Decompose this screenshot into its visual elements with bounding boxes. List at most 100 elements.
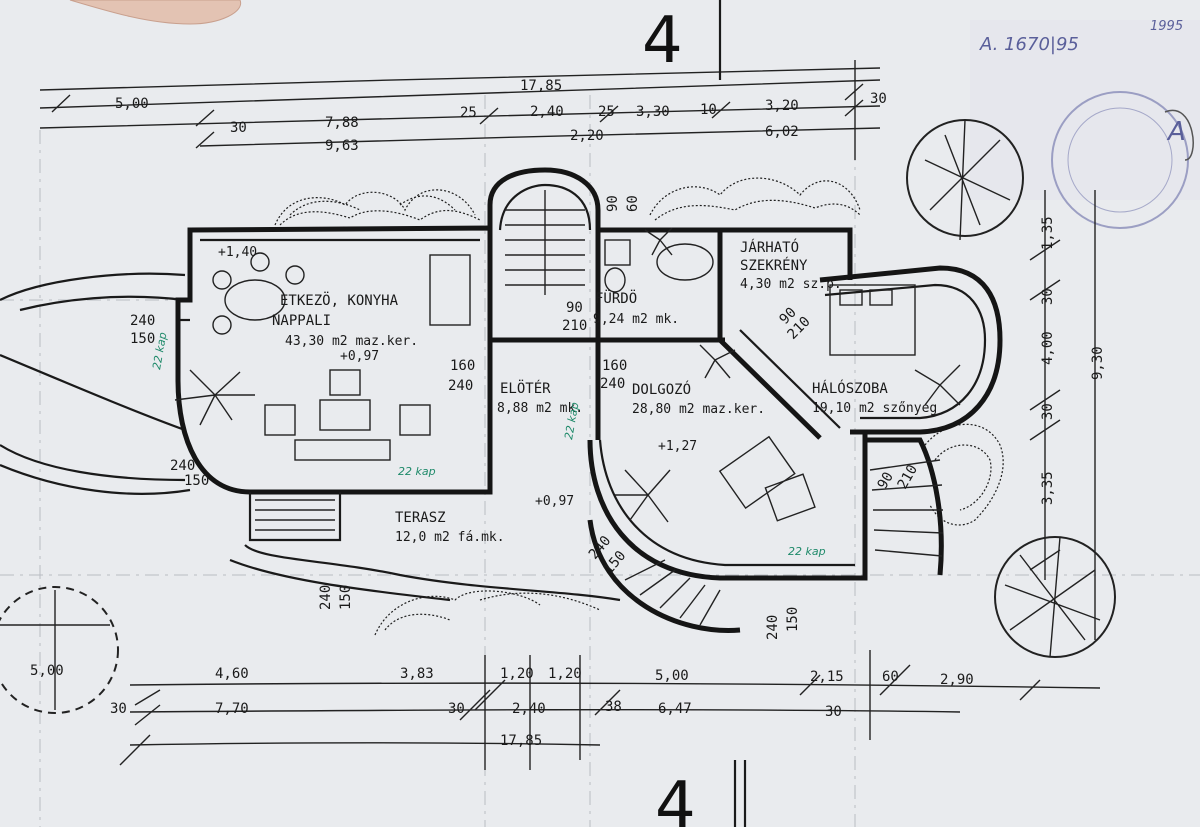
dim-top-j: 3,20 xyxy=(765,98,799,114)
dim-top-overall: 17,85 xyxy=(520,78,562,94)
building-walls xyxy=(175,167,1003,633)
dim-inner-d11: 240 xyxy=(765,615,781,640)
room-label-furdo: FÜRDÖ xyxy=(595,289,637,307)
room-label-etkezo: ETKEZÖ, KONYHA xyxy=(280,291,399,309)
hedge-bottom xyxy=(374,590,601,636)
dim-bottom-g: 60 xyxy=(882,669,899,685)
level-eloter: +0,97 xyxy=(535,494,574,509)
dim-inner-d10: 150 xyxy=(338,585,354,610)
dim-inner-w3: 240 xyxy=(170,458,195,474)
dim-inner-d3: 160 xyxy=(602,358,627,374)
dim-top-d: 9,63 xyxy=(325,138,359,154)
room-label-jarhato: JÁRHATÓ xyxy=(740,238,799,256)
approval-stamp: A. 1670|95 1995 A xyxy=(970,19,1200,229)
dim-right-overall: 9,30 xyxy=(1090,346,1106,380)
note-green-3: 22 kap xyxy=(562,401,581,440)
room-area-furdo: 9,24 m2 mk. xyxy=(593,312,679,327)
room-label-haloszoba: HÁLÓSZOBA xyxy=(812,379,888,397)
room-area-dolgozo: 28,80 m2 maz.ker. xyxy=(632,402,765,417)
dim-inner-w2: 150 xyxy=(130,331,155,347)
dim-bottom-m: 38 xyxy=(605,699,622,715)
tree-top-right xyxy=(906,119,1024,241)
dim-top-m: 6,02 xyxy=(765,124,799,140)
room-label-eloter: ELÖTÉR xyxy=(500,379,551,397)
hedge-top-left xyxy=(274,189,481,226)
dim-bottom-n: 6,47 xyxy=(658,701,692,717)
room-label-dolgozo: DOLGOZÓ xyxy=(632,380,691,398)
dim-right-d: 30 xyxy=(1040,403,1056,420)
north-mark-bottom: 4 xyxy=(655,760,747,827)
dim-bottom-o: 30 xyxy=(825,704,842,720)
dimension-lines-bottom xyxy=(119,650,1101,770)
dim-top-i: 10 xyxy=(700,102,717,118)
svg-text:1995: 1995 xyxy=(1150,19,1183,34)
room-area-eloter: 8,88 m2 mk. xyxy=(497,401,583,416)
tree-bottom-left: 5,00 xyxy=(0,586,119,714)
dim-inner-d9: 240 xyxy=(318,585,334,610)
garden-paths xyxy=(0,272,621,602)
note-green-4: 22 kap xyxy=(788,545,826,558)
room-label-szekreny: SZEKRÉNY xyxy=(740,257,808,274)
dimension-lines-top xyxy=(39,60,881,160)
dim-bottom-j: 7,70 xyxy=(215,701,249,717)
dim-bottom-b: 3,83 xyxy=(400,666,434,682)
dim-bottom-k: 30 xyxy=(448,701,465,717)
svg-text:4: 4 xyxy=(642,4,683,78)
dim-top-a: 5,00 xyxy=(115,96,149,112)
dim-bottom-e: 5,00 xyxy=(655,668,689,684)
note-green-2: 22 kap xyxy=(398,465,436,478)
stairs-bottom-curve xyxy=(624,559,721,626)
dimension-lines-right xyxy=(1029,190,1096,640)
room-label-nappali: NAPPALI xyxy=(272,313,331,329)
dim-right-e: 3,35 xyxy=(1040,471,1056,505)
level-nappali: +0,97 xyxy=(340,349,379,364)
dim-top-h: 3,30 xyxy=(636,104,670,120)
room-label-terasz: TERASZ xyxy=(395,510,446,526)
dim-top-l: 2,20 xyxy=(570,128,604,144)
stairs-terrace xyxy=(255,499,335,531)
dim-inner-w4: 150 xyxy=(184,473,209,489)
svg-text:A: A xyxy=(1166,117,1186,147)
stairs-right xyxy=(869,459,944,557)
room-area-nappali: 43,30 m2 maz.ker. xyxy=(285,334,418,349)
dim-inner-d15: 90 xyxy=(875,469,897,492)
dim-inner-d2: 240 xyxy=(448,378,473,394)
dim-inner-d6: 210 xyxy=(562,318,587,334)
dim-right-a: 1,35 xyxy=(1040,216,1056,250)
dim-bottom-f: 2,15 xyxy=(810,669,844,685)
dim-right-b: 30 xyxy=(1040,288,1056,305)
dim-top-k: 30 xyxy=(870,91,887,107)
hedge-right xyxy=(924,423,1004,526)
dim-inner-d5: 90 xyxy=(566,300,583,316)
dim-top-e: 25 xyxy=(460,105,477,121)
dim-inner-w1: 240 xyxy=(130,313,155,329)
stairs-center xyxy=(505,190,585,295)
dim-inner-d8: 60 xyxy=(625,195,641,212)
dim-bottom-i: 30 xyxy=(110,701,127,717)
note-green-1: 22 kap xyxy=(150,331,169,370)
furniture xyxy=(174,227,961,523)
room-area-szekreny: 4,30 m2 sz.p. xyxy=(740,277,842,292)
level-etkezo: +1,40 xyxy=(218,245,257,260)
dim-bottom-l: 2,40 xyxy=(512,701,546,717)
dim-inner-d7: 90 xyxy=(605,195,621,212)
north-mark-top: 4 xyxy=(642,0,722,80)
dim-bottom-a: 4,60 xyxy=(215,666,249,682)
dim-bottom-overall: 17,85 xyxy=(500,733,542,749)
hedge-top-right xyxy=(649,177,861,221)
svg-text:4: 4 xyxy=(655,769,696,827)
dim-top-c: 7,88 xyxy=(325,115,359,131)
dim-top-b: 30 xyxy=(230,120,247,136)
tree-bottom-right xyxy=(994,536,1116,658)
dim-inner-d1: 160 xyxy=(450,358,475,374)
dim-top-g: 25 xyxy=(598,104,615,120)
level-dolgozo: +1,27 xyxy=(658,439,697,454)
finger-shadow xyxy=(69,0,242,25)
dim-top-f: 2,40 xyxy=(530,104,564,120)
dim-inner-d12: 150 xyxy=(785,607,801,632)
dim-bottom-h: 2,90 xyxy=(940,672,974,688)
room-area-terasz: 12,0 m2 fá.mk. xyxy=(395,530,505,545)
tree-size-label: 5,00 xyxy=(30,663,64,679)
svg-text:A. 1670|95: A. 1670|95 xyxy=(979,34,1079,55)
